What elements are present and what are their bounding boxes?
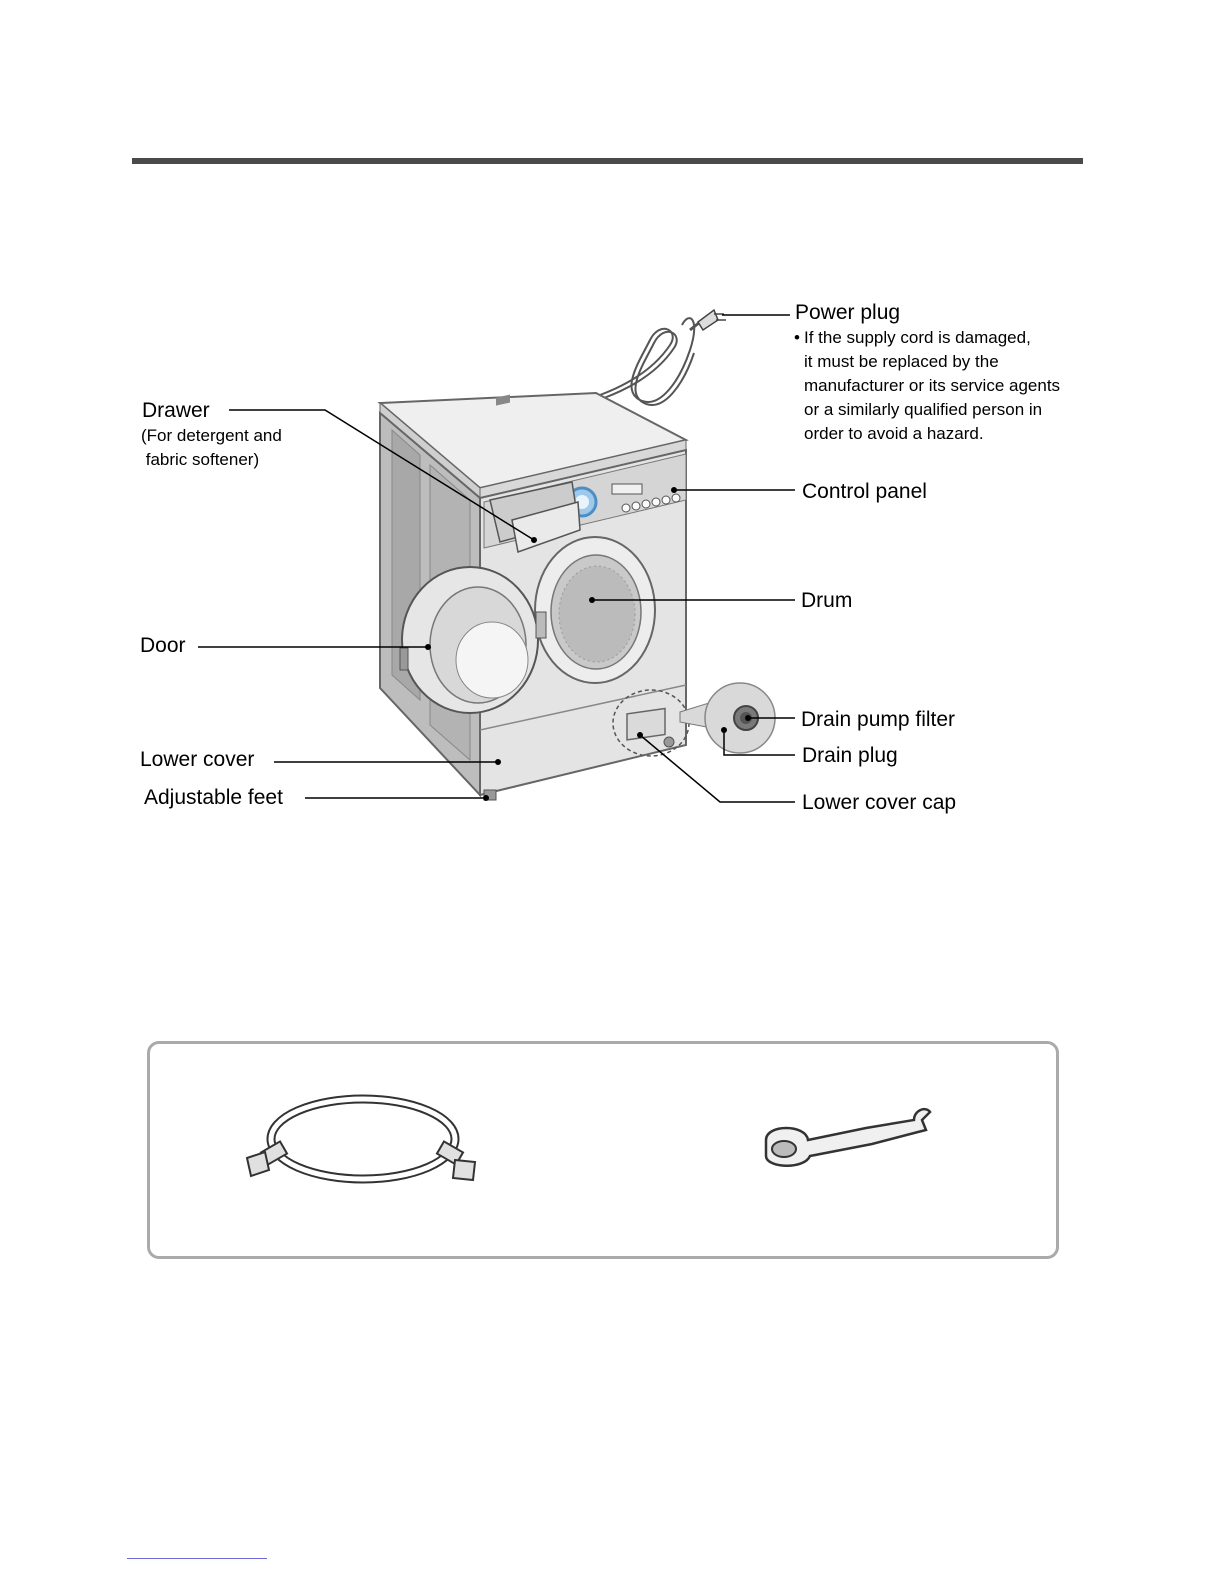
label-drain-plug: Drain plug (802, 744, 898, 767)
label-drain-pump-filter: Drain pump filter (801, 708, 956, 731)
inlet-hose-icon (245, 1094, 477, 1184)
adjustable-foot-icon (483, 789, 497, 801)
label-drawer-sub-1: (For detergent and (141, 426, 282, 445)
drain-zoom-bubble (679, 682, 776, 754)
note-line-3: manufacturer or its service agents (804, 376, 1061, 395)
label-control-panel: Control panel (802, 480, 927, 503)
label-lower-cover-cap: Lower cover cap (802, 791, 957, 814)
power-plug-icon (696, 308, 726, 332)
door (399, 566, 547, 714)
label-drawer: Drawer (142, 399, 210, 422)
note-line-5: order to avoid a hazard. (804, 424, 984, 443)
note-line-1: If the supply cord is damaged, (804, 328, 1031, 347)
note-bullet: • (794, 328, 800, 347)
label-drawer-sub-2: fabric softener) (141, 450, 260, 469)
control-buttons (611, 483, 681, 513)
label-adjustable-feet: Adjustable feet (144, 786, 283, 809)
drum-opening (534, 536, 656, 684)
label-power-plug: Power plug (795, 301, 901, 324)
header-rule (132, 158, 1083, 164)
accessories-box (147, 1041, 1059, 1259)
label-door: Door (140, 634, 186, 657)
note-line-4: or a similarly qualified person in (804, 400, 1043, 419)
footer-link-underline (127, 1558, 267, 1559)
label-drum: Drum (801, 589, 853, 612)
note-line-2: it must be replaced by the (804, 352, 999, 371)
power-cord-icon (599, 316, 706, 406)
label-lower-cover: Lower cover (140, 748, 255, 771)
spanner-icon (764, 1108, 932, 1167)
